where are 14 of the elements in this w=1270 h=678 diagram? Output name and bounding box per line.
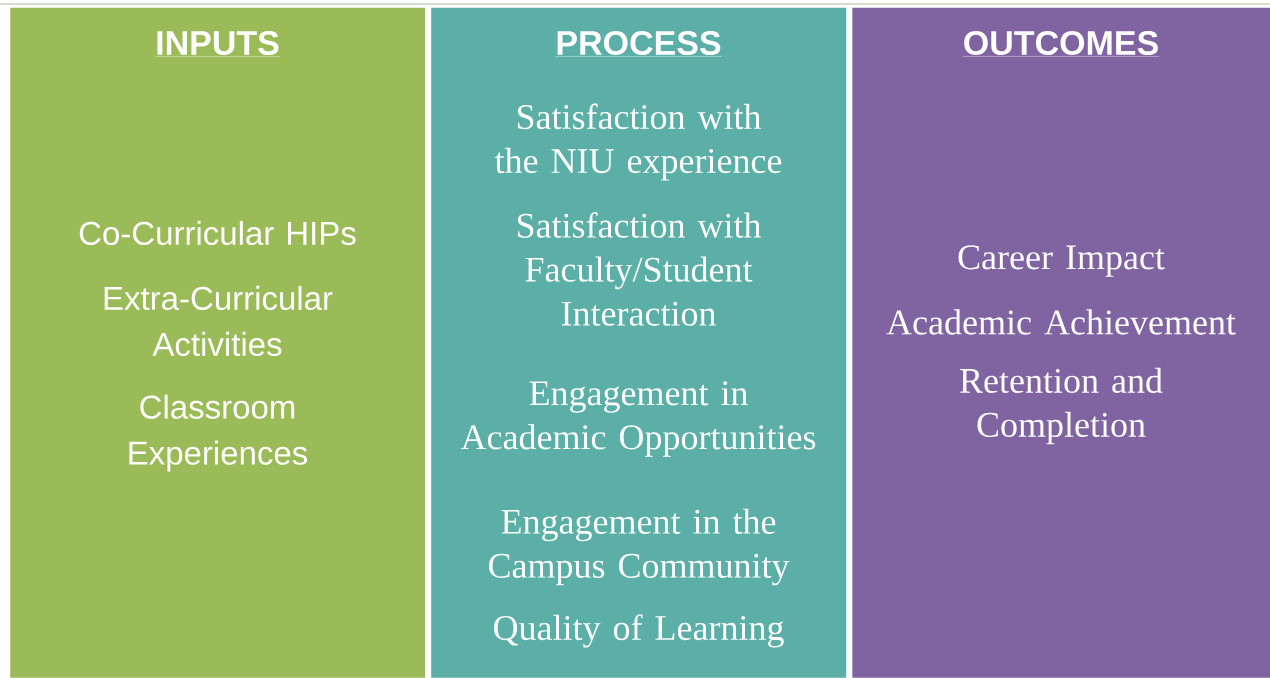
column-item: Quality of Learning [494, 614, 784, 648]
column-item: Academic Achievement [886, 309, 1236, 335]
column-item: Classroom Experiences [129, 394, 308, 472]
column-item: Engagement in Academic Opportunities [460, 381, 816, 457]
column-heading: OUTCOMES [962, 30, 1160, 57]
column-heading: PROCESS [555, 30, 722, 57]
column-item: Satisfaction with the NIU experience [494, 103, 782, 181]
column-item: Engagement in the Campus Community [488, 508, 790, 586]
column-heading: INPUTS [154, 30, 281, 57]
column-item: Retention and Completion [960, 367, 1163, 445]
column-item: Co-Curricular HIPs [79, 220, 356, 246]
column-item: Career Impact [958, 245, 1165, 277]
column-item: Extra-Curricular Activities [104, 285, 333, 357]
column-item: Satisfaction with Faculty/Student Interaction [517, 212, 762, 326]
